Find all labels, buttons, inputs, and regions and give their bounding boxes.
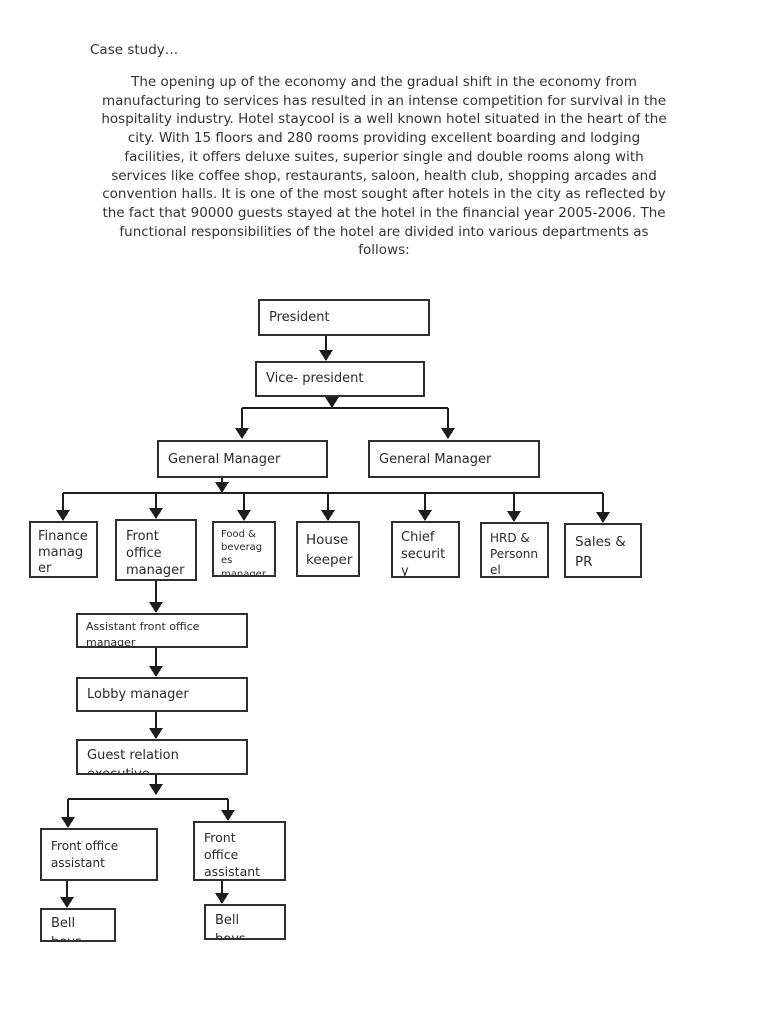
org-node-food-beverages-manager: Food & beverag es manager [212,521,276,577]
arrow-foa-right-to-bell [215,881,229,904]
arrow-fom-to-assistant [149,581,163,613]
arrow-vp-to-managers [235,397,455,439]
arrow-assistant-to-lobby [149,648,163,677]
org-node-front-office-manager: Front office manager [115,519,197,581]
org-node-lobby-manager: Lobby manager [76,677,248,712]
arrow-lobby-to-guest [149,712,163,739]
org-node-president: President [258,299,430,336]
arrow-foa-left-to-bell [60,881,74,908]
org-node-assistant-front-office-manager: Assistant front office manager [76,613,248,648]
org-node-house-keeper: House keeper [296,521,360,577]
arrow-gm-to-departments [56,478,610,523]
org-node-guest-relation-executive: Guest relation executive [76,739,248,775]
org-node-general-manager-right: General Manager [368,440,540,478]
org-node-chief-security: Chief securit y [391,521,460,578]
org-node-finance-manager: Finance manag er [29,521,98,578]
org-node-front-office-assistant-right: Front office assistant [193,821,286,881]
case-study-paragraph: The opening up of the economy and the gr… [101,74,667,259]
org-node-bell-boys-left: Bell boys [40,908,116,942]
case-study-title: Case study… [90,42,179,58]
org-node-bell-boys-right: Bell boys [204,904,286,940]
org-node-general-manager-left: General Manager [157,440,328,478]
org-node-hrd-personnel: HRD & Personn el [480,522,549,578]
org-node-sales-pr: Sales & PR [564,523,642,578]
arrow-president-to-vp [319,336,333,361]
org-node-front-office-assistant-left: Front office assistant [40,828,158,881]
org-node-vice-president: Vice- president [255,361,425,397]
